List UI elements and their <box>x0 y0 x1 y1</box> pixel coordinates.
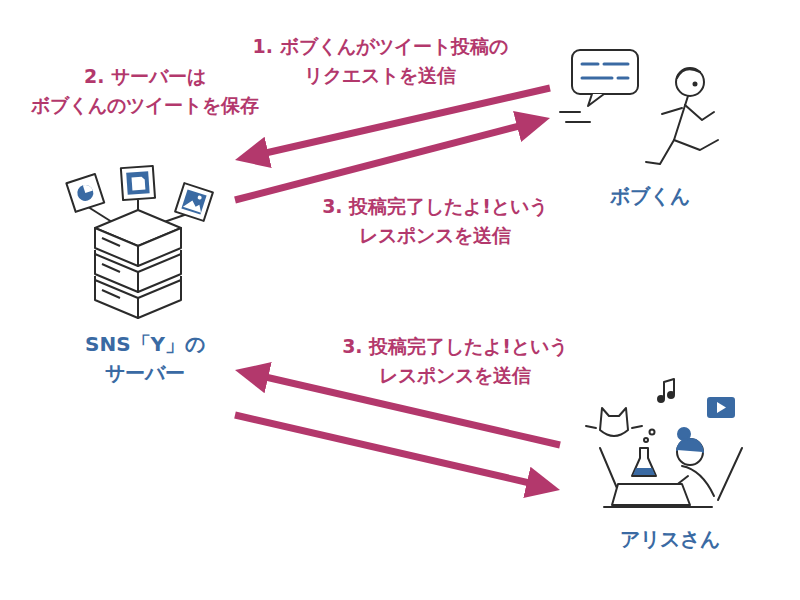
server-illustration-part-part <box>121 166 155 200</box>
edge-label-text: 3. 投稿完了したよ!という レスポンスを送信 <box>318 195 552 246</box>
bob-illustration-part <box>572 50 638 94</box>
alice-illustration-part <box>678 428 690 440</box>
alice-illustration-part <box>604 506 712 508</box>
alice-illustration-part <box>632 426 642 428</box>
node-label: アリスさん <box>560 525 780 554</box>
server-illustration-part <box>94 276 96 280</box>
alice-illustration-part <box>658 396 664 402</box>
alice-illustration <box>586 379 742 507</box>
alice-illustration-part <box>632 448 656 476</box>
bob-illustration-part <box>677 69 700 78</box>
server-illustration-part <box>121 166 155 200</box>
server-illustration-part-part <box>132 177 146 191</box>
server-illustration-part-part <box>75 183 95 203</box>
bob-illustration <box>560 50 718 164</box>
server-illustration-part <box>180 276 182 280</box>
server-illustration-part <box>94 250 96 254</box>
alice-illustration-part <box>682 466 714 496</box>
alice-illustration-part <box>717 402 726 413</box>
alice-illustration-part <box>633 468 655 475</box>
bob-illustration-part <box>685 105 714 120</box>
alice-illustration-part <box>612 484 690 505</box>
alice-illustration-part <box>586 426 596 428</box>
bob-illustration-part <box>676 68 704 96</box>
bob-illustration-part <box>618 77 628 80</box>
alice-illustration-part <box>708 398 734 417</box>
alice-illustration-part <box>644 438 648 442</box>
server-illustration-part <box>138 280 181 318</box>
bob-illustration-part <box>674 140 718 150</box>
message-arrow <box>235 415 541 486</box>
note-label: 2. サーバーは ボブくんのツイートを保存 <box>10 62 280 119</box>
server-illustration-part <box>102 264 120 272</box>
note-text: 2. サーバーは ボブくんのツイートを保存 <box>27 65 263 116</box>
edge-label: 3. 投稿完了したよ!という レスポンスを送信 <box>315 332 595 389</box>
node-label: SNS「Y」の サーバー <box>55 330 235 388</box>
bob-illustration-part <box>582 77 612 80</box>
server-illustration-part <box>95 280 138 318</box>
server-illustration-part <box>102 290 120 298</box>
server-illustration-part-part <box>197 195 202 200</box>
alice-illustration-part <box>600 408 628 436</box>
message-arrow <box>235 123 531 200</box>
edge-label-text: 3. 投稿完了したよ!という レスポンスを送信 <box>338 335 572 386</box>
server-illustration-part <box>175 183 213 221</box>
server-illustration-part-part <box>66 174 104 212</box>
node-label: ボブくん <box>550 182 750 211</box>
alice-illustration-part <box>650 430 655 435</box>
bob-illustration-part <box>604 63 628 66</box>
alice-illustration-part <box>668 392 674 398</box>
bob-illustration-part <box>674 96 688 140</box>
server-illustration-part <box>66 174 104 212</box>
bob-illustration-part <box>694 83 697 86</box>
alice-illustration-part <box>677 439 703 465</box>
bob-illustration-part <box>588 94 604 106</box>
server-illustration <box>66 166 212 318</box>
bob-illustration-part <box>582 63 598 66</box>
bob-illustration-part <box>662 108 682 114</box>
bob-illustration-part <box>566 121 590 123</box>
person-node: ボブくん <box>550 40 750 219</box>
server-illustration-part-part <box>183 198 204 212</box>
alice-illustration-part <box>664 379 674 398</box>
person-node: アリスさん <box>560 380 780 565</box>
alice-illustration-part <box>718 448 742 500</box>
server-illustration-part <box>180 250 182 254</box>
server-node: SNS「Y」の サーバー <box>55 150 235 430</box>
edge-label: 3. 投稿完了したよ!という レスポンスを送信 <box>295 192 575 249</box>
server-illustration-part-part <box>83 183 93 193</box>
server-illustration-part-part <box>181 189 206 214</box>
alice-illustration-part <box>677 439 703 452</box>
message-arrow <box>254 88 550 156</box>
bob-illustration-part <box>560 111 580 113</box>
edge-label: 1. ボブくんがツイート投稿の リクエストを送信 <box>220 32 540 89</box>
server-illustration-part-part <box>126 171 149 194</box>
bob-illustration-part <box>646 140 674 164</box>
server-illustration-part-part <box>175 183 213 221</box>
server-illustration-part <box>102 238 120 246</box>
edge-label-text: 1. ボブくんがツイート投稿の リクエストを送信 <box>248 35 511 86</box>
